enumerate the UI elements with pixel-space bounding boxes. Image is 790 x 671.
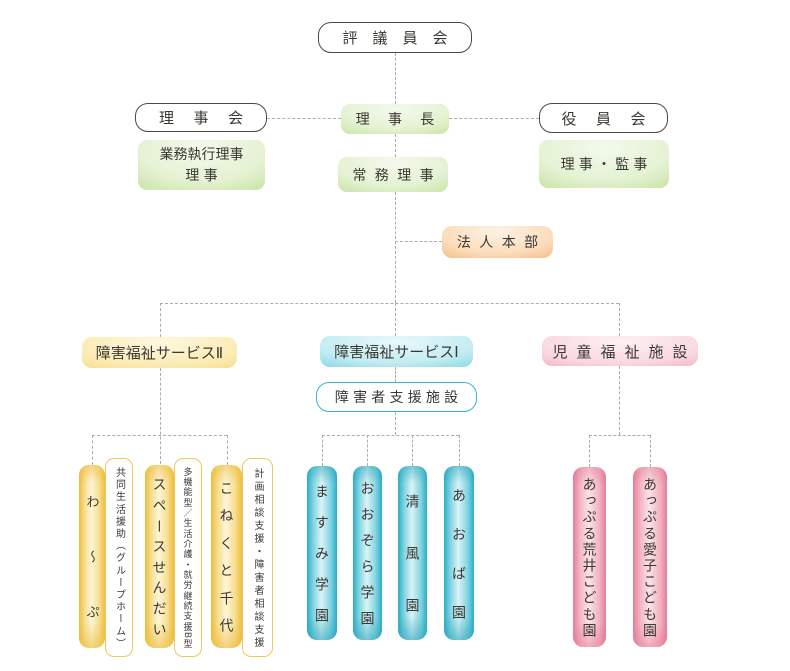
- branch-child-welfare-label: 児童福祉施設: [552, 343, 697, 361]
- chairman-label: 理事長: [355, 111, 453, 127]
- executive-directors-box: 業務執行理事 理事: [138, 140, 265, 190]
- corporate-headquarters-label: 法人本部: [456, 234, 547, 250]
- facility-seifuen-box: 清風園: [398, 466, 427, 640]
- branch-disability-service-2-label: 障害福祉サービスⅡ: [95, 345, 224, 362]
- connector-line: [589, 435, 650, 436]
- disability-support-facility-label: 障害者支援施設: [334, 389, 463, 405]
- facility-oozora-gakuen-box: おおぞら学園: [353, 466, 382, 640]
- branch-child-welfare-box: 児童福祉施設: [542, 336, 698, 366]
- branch-disability-service-1-label: 障害福祉サービスⅠ: [334, 344, 459, 361]
- executive-directors-label-line2: 理事: [185, 167, 222, 183]
- facility-warp-box: わ〜ぷ: [79, 465, 105, 648]
- council-label: 評議員会: [342, 30, 463, 47]
- facility-masumi-gakuen-box: ますみ学園: [307, 466, 337, 640]
- facility-connect-chiyo-desc: 計画相談支援・障害者相談支援: [242, 458, 273, 657]
- connector-line: [322, 435, 459, 436]
- connector-line: [322, 435, 323, 466]
- directors-auditors-label: 理事・監事: [560, 156, 652, 172]
- board-of-directors-box: 理事会: [135, 103, 267, 132]
- connector-line: [267, 118, 341, 119]
- connector-line: [395, 412, 396, 435]
- connector-line: [412, 435, 413, 466]
- connector-line: [395, 241, 442, 242]
- officers-meeting-label: 役員会: [561, 110, 665, 128]
- connector-line: [395, 303, 396, 336]
- facility-space-sendai-box: スペースせんだい: [145, 465, 174, 648]
- disability-support-facility-box: 障害者支援施設: [316, 382, 477, 412]
- connector-line: [160, 303, 161, 337]
- facility-apple-ayashi-kodomoen-box: あっぷる愛子こども園: [633, 467, 667, 647]
- connector-line: [395, 192, 396, 303]
- connector-line: [395, 134, 396, 157]
- connector-line: [367, 435, 368, 466]
- facility-aobaen-box: あおば園: [444, 466, 474, 640]
- branch-disability-service-1-box: 障害福祉サービスⅠ: [320, 336, 473, 367]
- directors-auditors-box: 理事・監事: [539, 140, 669, 188]
- connector-line: [227, 435, 228, 465]
- corporate-headquarters-box: 法人本部: [442, 226, 553, 258]
- branch-disability-service-2-box: 障害福祉サービスⅡ: [82, 337, 237, 368]
- officers-meeting-box: 役員会: [539, 103, 668, 133]
- executive-directors-label-line1: 業務執行理事: [159, 146, 244, 162]
- connector-line: [449, 118, 539, 119]
- connector-line: [160, 368, 161, 464]
- connector-line: [589, 435, 590, 467]
- connector-line: [395, 367, 396, 382]
- facility-warp-desc: 共同生活援助（グループホーム）: [105, 458, 133, 657]
- chairman-box: 理事長: [341, 104, 449, 134]
- council-box: 評議員会: [318, 22, 472, 53]
- connector-line: [650, 435, 651, 467]
- managing-director-box: 常務理事: [338, 157, 448, 192]
- connector-line: [160, 303, 619, 304]
- facility-apple-arai-kodomoen-box: あっぷる荒井こども園: [573, 467, 606, 647]
- connector-line: [92, 435, 227, 436]
- connector-line: [395, 53, 396, 104]
- board-of-directors-label: 理事会: [158, 110, 263, 127]
- connector-line: [92, 435, 93, 465]
- connector-line: [619, 366, 620, 435]
- connector-line: [619, 303, 620, 336]
- connector-line: [459, 435, 460, 466]
- facility-connect-chiyo-box: こねくと千代: [211, 465, 242, 648]
- managing-director-label: 常務理事: [352, 166, 442, 183]
